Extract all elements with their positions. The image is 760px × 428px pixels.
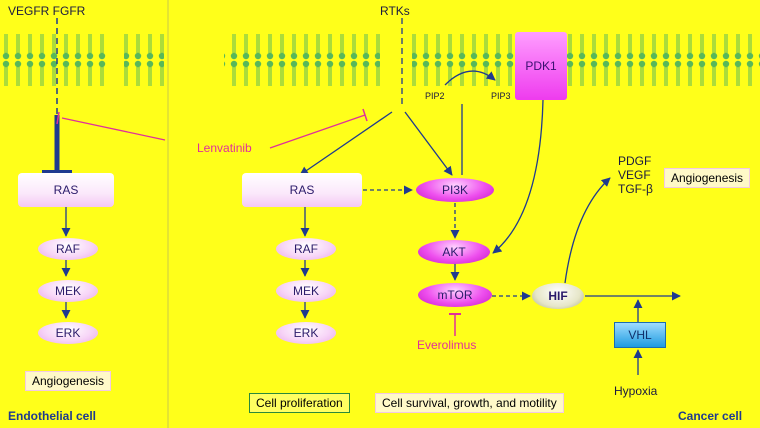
legend-cell-proliferation: Cell proliferation <box>249 393 350 413</box>
membrane-right-b <box>566 32 760 92</box>
lenvatinib-right-inhibition <box>269 114 366 149</box>
hif-node: HIF <box>532 283 584 309</box>
pip3-label: PIP3 <box>491 91 511 101</box>
akt-node: AKT <box>418 240 490 264</box>
erk-node-cancer: ERK <box>276 322 336 344</box>
lenvatinib-label: Lenvatinib <box>197 141 252 155</box>
pip2-label: PIP2 <box>425 91 445 101</box>
membrane-gap-left <box>124 32 164 92</box>
hypoxia-label: Hypoxia <box>614 384 658 398</box>
erk-node-endothelial: ERK <box>38 322 98 344</box>
endothelial-cell-label: Endothelial cell <box>8 409 97 423</box>
angiogenesis-endothelial: Angiogenesis <box>25 371 112 391</box>
raf-node-cancer: RAF <box>276 238 336 260</box>
angiogenesis-cancer: Angiogenesis <box>664 168 751 188</box>
legend-cell-survival: Cell survival, growth, and motility <box>375 393 564 413</box>
arrow-rtk-ras <box>299 111 393 176</box>
everolimus-label: Everolimus <box>417 338 477 352</box>
vhl-node: VHL <box>614 322 666 348</box>
lenvatinib-left-inhibition <box>61 117 166 141</box>
arrow-hif-factors <box>564 177 611 284</box>
vegfr-fgfr-label: VEGFR FGFR <box>8 4 86 18</box>
factor-vegf: VEGF <box>618 168 651 182</box>
arrow-pip2-pip3 <box>444 70 496 86</box>
membrane-right-a <box>412 32 516 92</box>
pi3k-node: PI3K <box>416 178 494 202</box>
arrow-pdk1-akt <box>492 99 544 254</box>
rtks-label: RTKs <box>380 4 410 18</box>
cancer-cell-label: Cancer cell <box>678 409 743 423</box>
mek-node-cancer: MEK <box>276 280 336 302</box>
membrane-left <box>0 32 110 92</box>
lenvatinib-left-tbar <box>56 111 60 125</box>
membrane-center <box>224 32 380 92</box>
lenvatinib-right-tbar <box>362 108 368 122</box>
mek-node-endothelial: MEK <box>38 280 98 302</box>
arrow-rtk-pi3k <box>404 111 453 176</box>
raf-node-endothelial: RAF <box>38 238 98 260</box>
mtor-node: mTOR <box>418 283 492 307</box>
pdk1-node: PDK1 <box>515 32 567 100</box>
factor-tgfb: TGF-β <box>618 182 653 196</box>
factor-pdgf: PDGF <box>618 154 652 168</box>
ras-node-cancer: RAS <box>242 173 362 207</box>
ras-node-endothelial: RAS <box>18 173 114 207</box>
